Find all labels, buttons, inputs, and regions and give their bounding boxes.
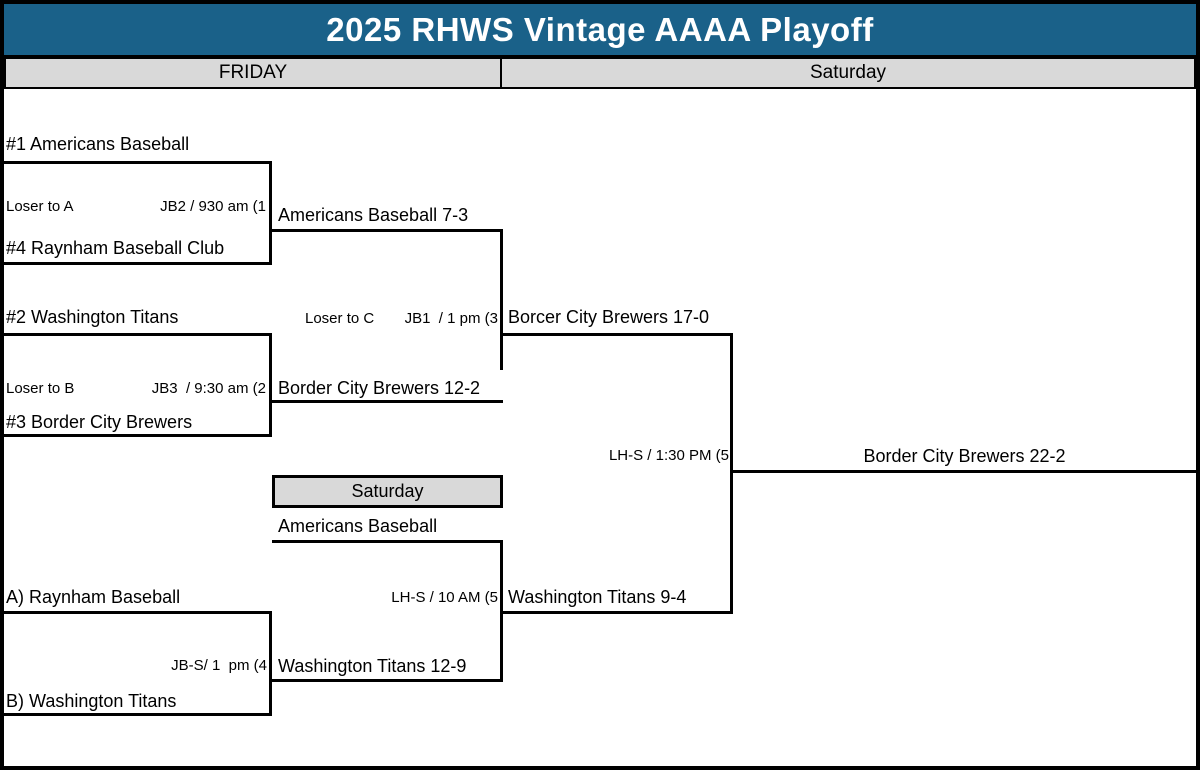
page-border-right	[1196, 0, 1200, 770]
lhs10-game-label: LH-S / 10 AM (5	[391, 589, 498, 606]
winner-line-jb1	[503, 333, 733, 336]
winner-line-jbs	[272, 679, 503, 682]
jbs-winner: Washington Titans 12-9	[278, 656, 467, 676]
winner-line-lhs10	[503, 611, 733, 614]
jb2-bottom-seed: #4 Raynham Baseball Club	[6, 238, 225, 258]
page-border-left	[0, 0, 4, 770]
game-jb3-box	[4, 333, 272, 437]
game-jbs-box	[4, 611, 272, 716]
drop-in-line	[272, 540, 503, 543]
winner-line-jb3	[272, 400, 503, 403]
jb3-top-seed: #2 Washington Titans	[6, 307, 179, 327]
connector-jb1-vertical	[500, 229, 503, 370]
champion-name: Border City Brewers 22-2	[863, 446, 1066, 466]
page-border-top	[0, 0, 1200, 4]
jb3-winner: Border City Brewers 12-2	[278, 378, 481, 398]
champion-line	[733, 470, 1196, 473]
game-jb2-box	[4, 161, 272, 265]
jb2-loser-note: Loser to A	[6, 198, 74, 215]
jb3-loser-note: Loser to B	[6, 380, 75, 397]
page-title: 2025 RHWS Vintage AAAA Playoff	[326, 10, 874, 48]
column-header-saturday: Saturday	[500, 57, 1196, 89]
jb3-bottom-seed: #3 Border City Brewers	[6, 412, 193, 432]
jb1-winner: Borcer City Brewers 17-0	[508, 307, 710, 327]
jb1-loser-note: Loser to C	[305, 310, 375, 327]
column-header-friday: FRIDAY	[4, 57, 502, 89]
jbs-game-label: JB-S/ 1 pm (4	[171, 657, 267, 674]
saturday-game-box: Saturday	[272, 475, 503, 508]
jb2-winner: Americans Baseball 7-3	[278, 205, 469, 225]
connector-final-vertical	[730, 333, 733, 614]
lhs10-drop-in-team: Americans Baseball	[278, 516, 438, 536]
title-bar: 2025 RHWS Vintage AAAA Playoff	[4, 4, 1196, 57]
jb1-game-label: JB1 / 1 pm (3	[404, 310, 498, 327]
page-border-bottom	[0, 766, 1200, 770]
jb2-top-seed: #1 Americans Baseball	[6, 134, 190, 154]
jb2-game-label: JB2 / 930 am (1	[160, 198, 266, 215]
jbs-top-seed: A) Raynham Baseball	[6, 587, 181, 607]
final-game-label: LH-S / 1:30 PM (5	[608, 447, 729, 464]
lhs10-winner: Washington Titans 9-4	[508, 587, 687, 607]
jb3-game-label: JB3 / 9:30 am (2	[151, 380, 266, 397]
winner-line-jb2	[272, 229, 503, 232]
connector-lhs-vertical	[500, 540, 503, 682]
jbs-bottom-seed: B) Washington Titans	[6, 691, 177, 711]
